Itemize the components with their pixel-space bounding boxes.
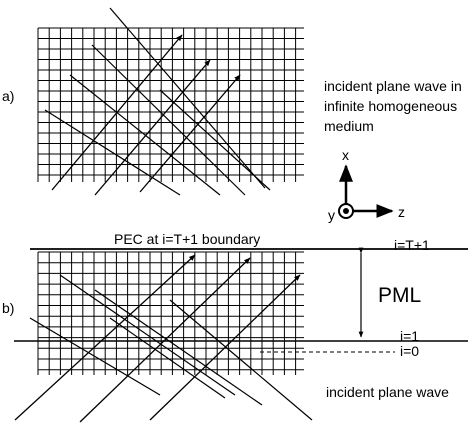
coordinate-axes: x y z bbox=[328, 147, 405, 223]
incident-ray bbox=[79, 257, 251, 423]
rays-b bbox=[14, 254, 313, 423]
pml-label: PML bbox=[378, 284, 421, 307]
rays-a bbox=[44, 7, 271, 196]
panel-a: a) incident plane wave in infinite homog… bbox=[2, 7, 462, 196]
reflected-ray bbox=[94, 289, 263, 406]
grid-b bbox=[37, 251, 304, 375]
reflected-ray bbox=[59, 274, 236, 396]
z-axis-label: z bbox=[398, 204, 405, 220]
reflected-ray bbox=[109, 317, 226, 399]
reflected-ray bbox=[159, 89, 271, 191]
incident-ray bbox=[149, 274, 301, 421]
panel-a-caption-line-3: medium bbox=[324, 118, 374, 134]
panel-a-caption-line-1: incident plane wave in bbox=[324, 78, 462, 94]
x-axis-label: x bbox=[342, 147, 349, 163]
panel-a-caption-line-2: infinite homogeneous bbox=[324, 98, 457, 114]
y-axis-label: y bbox=[328, 207, 335, 223]
incident-ray bbox=[14, 254, 196, 421]
i0-label: i=0 bbox=[400, 343, 419, 359]
reflected-ray bbox=[169, 299, 313, 421]
reflected-ray bbox=[91, 44, 246, 196]
reflected-ray bbox=[44, 109, 181, 196]
incident-ray bbox=[94, 59, 211, 196]
incident-ray bbox=[139, 74, 241, 193]
reflected-ray bbox=[29, 317, 161, 396]
pec-boundary-label: PEC at i=T+1 boundary bbox=[114, 231, 260, 247]
reflected-ray bbox=[109, 7, 266, 189]
y-axis-dot bbox=[343, 208, 349, 214]
panel-b: b) PEC at i=T+1 boundary i=T+1 PML i=1 i… bbox=[2, 231, 468, 423]
panel-b-label: b) bbox=[2, 300, 14, 316]
top-index-label: i=T+1 bbox=[394, 237, 430, 253]
reflected-ray bbox=[69, 74, 221, 196]
panel-b-caption: incident plane wave bbox=[326, 384, 449, 400]
panel-a-label: a) bbox=[2, 88, 14, 104]
i1-label: i=1 bbox=[400, 328, 419, 344]
